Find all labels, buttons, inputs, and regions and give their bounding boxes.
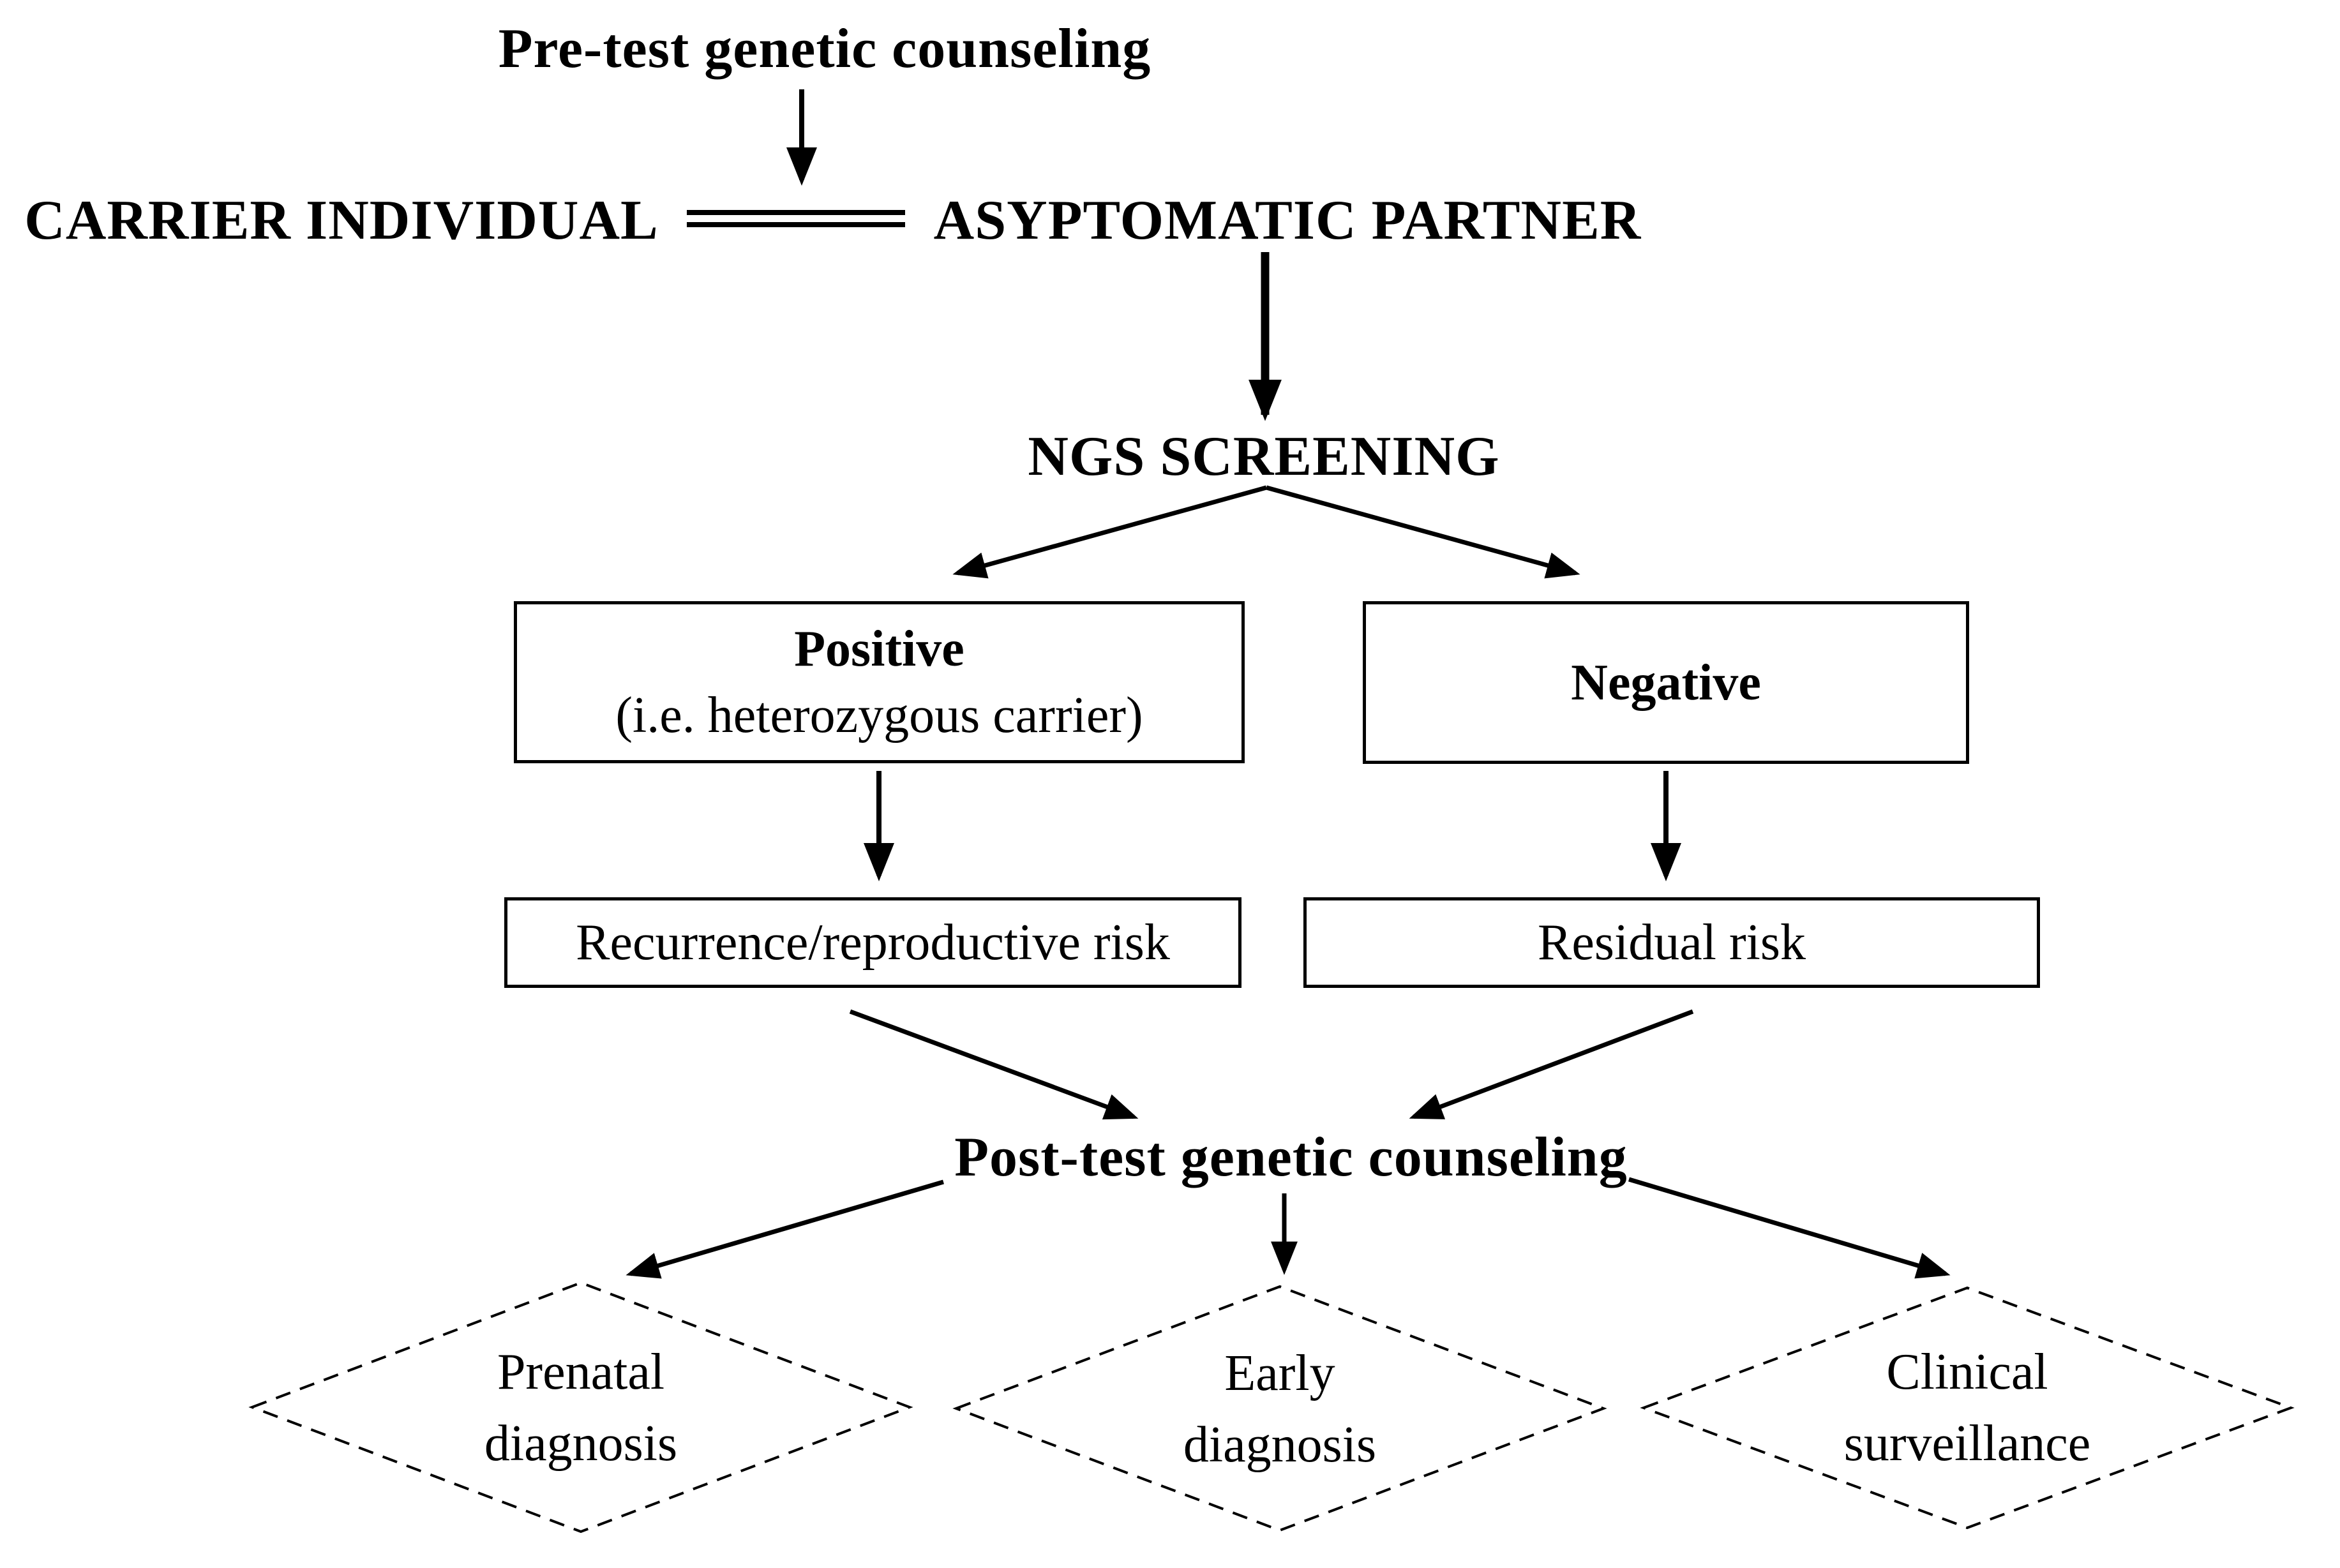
pretest-counseling-label: Pre-test genetic counseling: [498, 17, 1151, 80]
prenatal-diagnosis-label: Prenatal diagnosis: [357, 1336, 804, 1479]
prenatal-line2: diagnosis: [484, 1415, 678, 1472]
early-line2: diagnosis: [1183, 1417, 1377, 1473]
recurrence-risk-label: Recurrence/reproductive risk: [576, 915, 1170, 971]
residual-risk-label: Residual risk: [1538, 915, 1806, 971]
early-line1: Early: [1224, 1345, 1335, 1401]
positive-sublabel: (i.e. heterozygous carrier): [615, 687, 1143, 743]
arrow-screening-to-positive: [952, 485, 1267, 579]
asymptomatic-partner-label: ASYPTOMATIC PARTNER: [933, 189, 1642, 251]
arrow-recurrence-to-posttest: [849, 1009, 1139, 1120]
clinical-line2: surveillance: [1843, 1415, 2091, 1472]
negative-label: Negative: [1571, 654, 1761, 711]
positive-label: Positive: [794, 621, 964, 677]
clinical-line1: Clinical: [1886, 1344, 2048, 1400]
arrow-posttest-to-prenatal: [626, 1179, 944, 1279]
clinical-surveillance-diamond: [1640, 1286, 2295, 1530]
arrow-screening-to-negative: [1266, 485, 1580, 579]
carrier-individual-label: CARRIER INDIVIDUAL: [24, 189, 659, 251]
arrow-posttest-to-clinical: [1628, 1177, 1951, 1279]
union-double-line: [687, 210, 905, 227]
positive-result-box: Positive (i.e. heterozygous carrier): [514, 601, 1245, 763]
early-diagnosis-label: Early diagnosis: [1056, 1338, 1503, 1481]
residual-risk-box: Residual risk: [1303, 897, 2040, 988]
ngs-screening-label: NGS SCREENING: [1028, 425, 1500, 488]
arrow-residual-to-posttest: [1409, 1009, 1694, 1119]
posttest-counseling-label: Post-test genetic counseling: [954, 1126, 1628, 1188]
prenatal-diagnosis-diamond: [248, 1281, 913, 1534]
negative-result-box: Negative: [1363, 601, 1969, 764]
recurrence-risk-box: Recurrence/reproductive risk: [504, 897, 1241, 988]
prenatal-line1: Prenatal: [497, 1344, 665, 1400]
early-diagnosis-diamond: [952, 1285, 1607, 1532]
clinical-surveillance-label: Clinical surveillance: [1744, 1336, 2191, 1479]
